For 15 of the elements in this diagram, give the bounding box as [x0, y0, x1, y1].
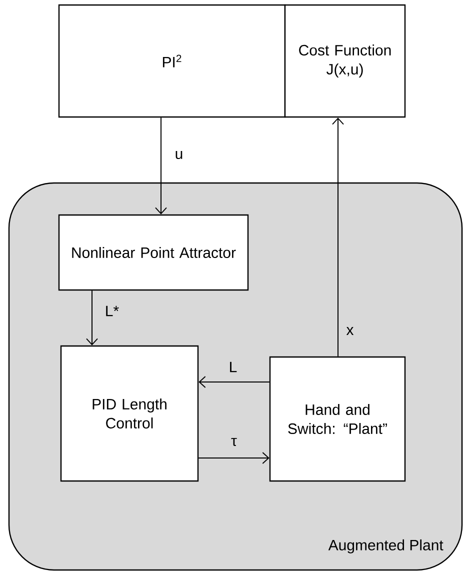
- edge-label: L: [230, 362, 237, 372]
- process-box: PID Length Control: [60, 345, 199, 482]
- process-box: Hand and Switch: “Plant”: [269, 356, 406, 482]
- arrow: [86, 290, 98, 346]
- arrow: [155, 117, 167, 214]
- edge-label: L*: [106, 306, 119, 316]
- edge-label: u: [176, 150, 182, 160]
- process-box: Cost Function J(x,u): [284, 4, 406, 118]
- arrow: [198, 376, 270, 388]
- edge-label: τ: [231, 438, 237, 446]
- edge-label: x: [346, 327, 354, 335]
- process-box: PI$^{2}$: [58, 4, 286, 118]
- arrow: [198, 452, 270, 464]
- process-box: Nonlinear Point Attractor: [58, 214, 249, 291]
- arrow: [332, 118, 344, 357]
